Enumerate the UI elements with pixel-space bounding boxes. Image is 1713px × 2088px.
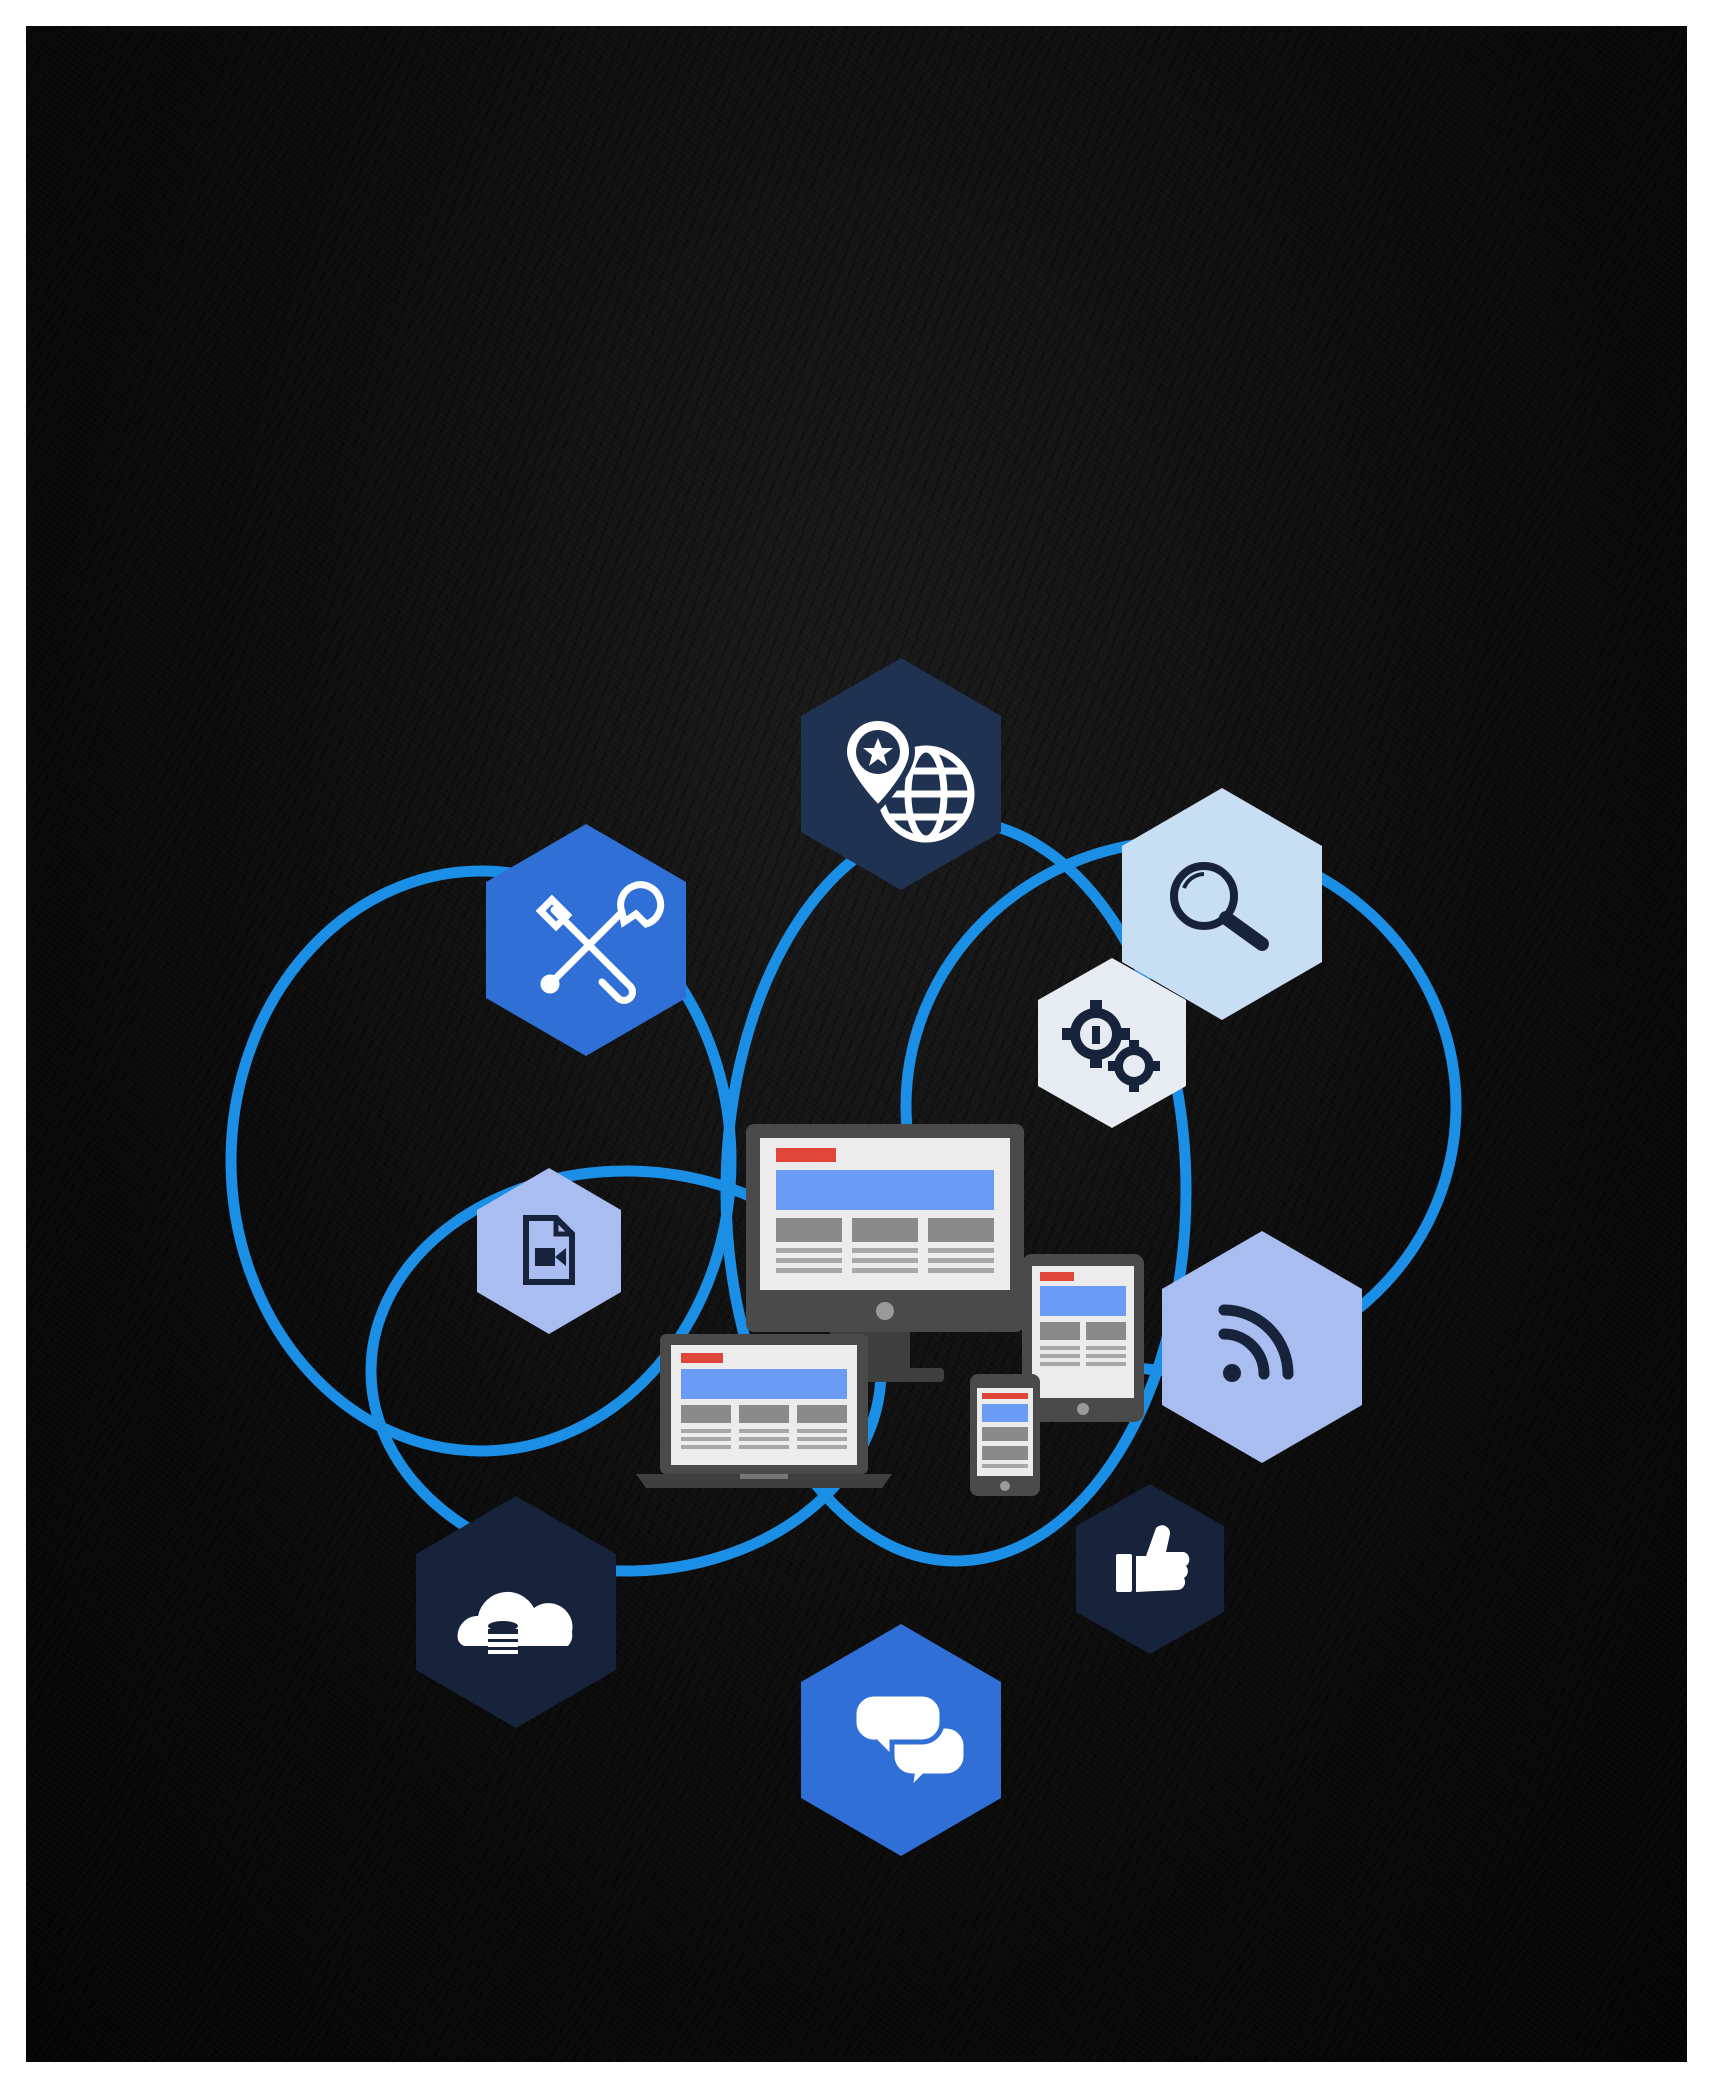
- thumbs-up-icon: [1116, 1525, 1190, 1592]
- video-file-icon: [523, 1215, 575, 1285]
- tablet: [1022, 1254, 1144, 1422]
- hex-tools: [486, 824, 686, 1056]
- hex-search: [1122, 788, 1322, 1020]
- responsive-devices: [636, 1124, 1144, 1496]
- cloud-database-icon: [457, 1591, 573, 1654]
- hex-cloud-database: [416, 1496, 616, 1728]
- tools-icon: [535, 881, 665, 1004]
- search-icon: [1170, 862, 1269, 951]
- hex-chat-bubbles: [801, 1624, 1001, 1856]
- network-illustration: [225, 658, 1462, 1856]
- hex-globe-location: [801, 658, 1001, 890]
- hex-thumbs-up: [1076, 1484, 1224, 1654]
- poster: [26, 26, 1687, 2062]
- chat-bubbles-icon: [851, 1691, 969, 1798]
- hex-settings: [1038, 958, 1186, 1128]
- hex-rss: [1162, 1231, 1362, 1463]
- hex-video-file: [477, 1168, 621, 1334]
- laptop: [636, 1334, 892, 1488]
- settings-gears-icon: [1062, 1000, 1160, 1092]
- smartphone: [970, 1374, 1040, 1496]
- rss-icon: [1218, 1304, 1294, 1382]
